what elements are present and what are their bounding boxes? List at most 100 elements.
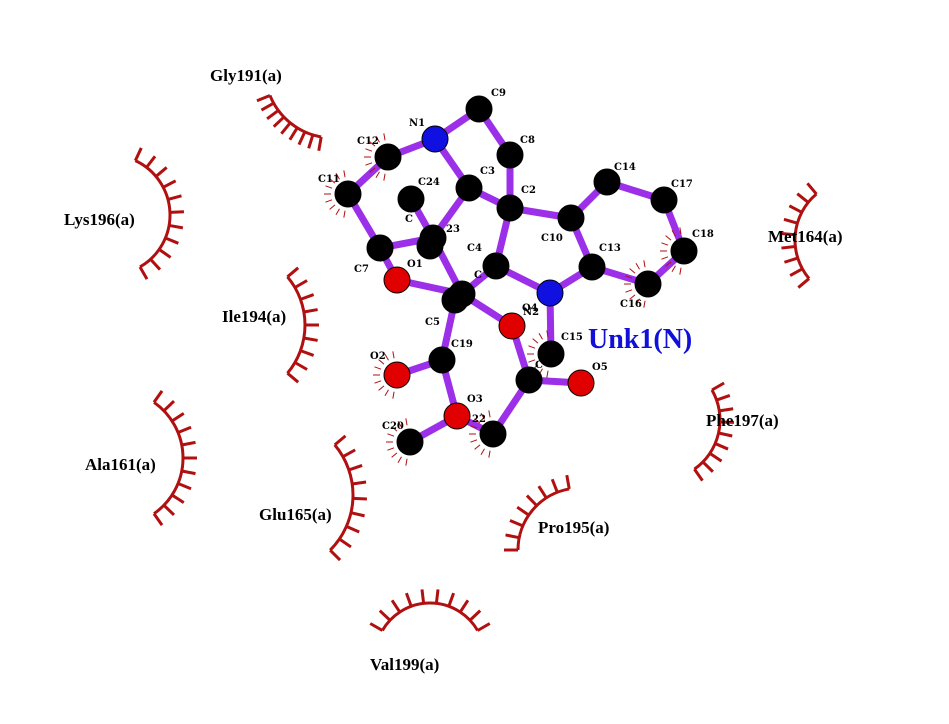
atom-label-c13: C13 bbox=[599, 243, 621, 254]
arc-spike bbox=[272, 115, 285, 128]
atom-spike bbox=[378, 359, 385, 365]
atom-spike bbox=[625, 275, 633, 279]
atom-spike bbox=[387, 433, 395, 437]
atom-spike bbox=[374, 366, 382, 370]
atom-label-c11: C11 bbox=[318, 174, 340, 185]
arc-line bbox=[329, 443, 355, 552]
hydrophobic-residue-arc bbox=[369, 589, 491, 632]
hydrophobic-residue-arc bbox=[152, 389, 197, 527]
arc-spike bbox=[420, 589, 426, 604]
atom-spike bbox=[480, 412, 485, 420]
atom-spike bbox=[679, 267, 682, 275]
ligand-label: Unk1(N) bbox=[588, 324, 692, 355]
atom-c11 bbox=[334, 180, 362, 208]
arc-spike bbox=[716, 394, 731, 402]
atom-c20 bbox=[396, 428, 424, 456]
arc-spike bbox=[152, 512, 164, 527]
atom-spike bbox=[625, 289, 633, 293]
atom-label-c14: C14 bbox=[614, 162, 636, 173]
atom-c13 bbox=[578, 253, 606, 281]
arc-spike bbox=[550, 478, 559, 493]
arc-spike bbox=[378, 609, 392, 622]
atom-o2 bbox=[383, 361, 411, 389]
ligand-atoms bbox=[334, 95, 698, 456]
atom-spike bbox=[329, 178, 336, 184]
atom-c9 bbox=[465, 95, 493, 123]
arc-spike bbox=[152, 389, 164, 404]
atom-c12 bbox=[374, 143, 402, 171]
arc-spike bbox=[167, 194, 182, 201]
atom-c8 bbox=[496, 141, 524, 169]
atom-spike bbox=[375, 135, 380, 143]
hydrophobic-residue-arc bbox=[133, 147, 184, 280]
atom-label-c21: C bbox=[535, 360, 543, 371]
arc-spike bbox=[516, 505, 530, 517]
atom-spike bbox=[665, 235, 672, 241]
atom-label-c19: C19 bbox=[451, 339, 473, 350]
arc-spike bbox=[434, 589, 440, 604]
atom-label-c15: C15 bbox=[561, 332, 583, 343]
atom-c4 bbox=[482, 252, 510, 280]
atom-spike bbox=[391, 452, 398, 458]
residue-label: Glu165(a) bbox=[259, 505, 332, 524]
arc-spike bbox=[789, 267, 804, 277]
atom-spike bbox=[671, 229, 676, 237]
arc-spike bbox=[719, 407, 734, 413]
arc-spike bbox=[352, 480, 367, 486]
atom-spike bbox=[325, 185, 333, 189]
atom-label-n2: N2 bbox=[523, 307, 539, 318]
atom-o1 bbox=[383, 266, 411, 294]
atom-spike bbox=[629, 268, 636, 274]
atom-spike bbox=[365, 162, 373, 166]
arc-spike bbox=[286, 266, 300, 278]
atom-spike bbox=[384, 389, 389, 397]
arc-spike bbox=[693, 468, 704, 482]
arc-spike bbox=[788, 204, 803, 214]
atom-c10 bbox=[557, 204, 585, 232]
arc-spike bbox=[537, 485, 548, 499]
arc-spike bbox=[797, 277, 811, 289]
arc-spike bbox=[280, 121, 292, 135]
atom-label-o2: O2 bbox=[370, 351, 386, 362]
atom-spike bbox=[474, 444, 481, 450]
arc-spike bbox=[783, 256, 799, 264]
atom-spike bbox=[488, 410, 491, 418]
arc-spike bbox=[342, 448, 356, 459]
arc-spike bbox=[352, 496, 367, 501]
atom-spike bbox=[474, 418, 481, 424]
arc-spike bbox=[329, 549, 342, 562]
atom-o3 bbox=[443, 402, 471, 430]
arc-spike bbox=[294, 361, 308, 371]
atom-spike bbox=[375, 171, 380, 179]
atom-n1 bbox=[421, 125, 449, 153]
atom-spike bbox=[392, 351, 395, 359]
atom-label-o1: O1 bbox=[407, 259, 423, 270]
arc-spike bbox=[299, 349, 315, 357]
arc-spike bbox=[149, 258, 162, 271]
hydrophobic-residue-arc bbox=[329, 434, 367, 562]
hydrophobic-residue-arc bbox=[504, 474, 571, 552]
arc-line bbox=[134, 159, 172, 269]
atom-spike bbox=[391, 426, 398, 432]
arc-spike bbox=[701, 460, 714, 473]
atom-spike bbox=[488, 450, 491, 458]
arc-spike bbox=[162, 504, 176, 517]
atom-label-c8: C8 bbox=[520, 135, 535, 146]
arc-spike bbox=[171, 412, 185, 423]
atom-label-c3: C3 bbox=[480, 166, 495, 177]
arc-spike bbox=[709, 452, 723, 463]
arc-spike bbox=[468, 609, 482, 622]
atom-spike bbox=[387, 447, 395, 451]
residue-labels: Gly191(a)Lys196(a)Ile194(a)Ala161(a)Glu1… bbox=[64, 66, 843, 674]
atom-n2 bbox=[536, 279, 564, 307]
atom-label-n1: N1 bbox=[409, 118, 425, 129]
atom-c18 bbox=[670, 237, 698, 265]
atom-spike bbox=[369, 167, 376, 173]
arc-spike bbox=[781, 232, 796, 237]
atom-spike bbox=[528, 359, 536, 363]
atom-label-c22: 22 bbox=[472, 414, 486, 425]
atom-label-o3: O3 bbox=[467, 394, 483, 405]
arc-spike bbox=[718, 431, 733, 438]
arc-spike bbox=[162, 179, 177, 189]
arc-spike bbox=[458, 599, 470, 613]
